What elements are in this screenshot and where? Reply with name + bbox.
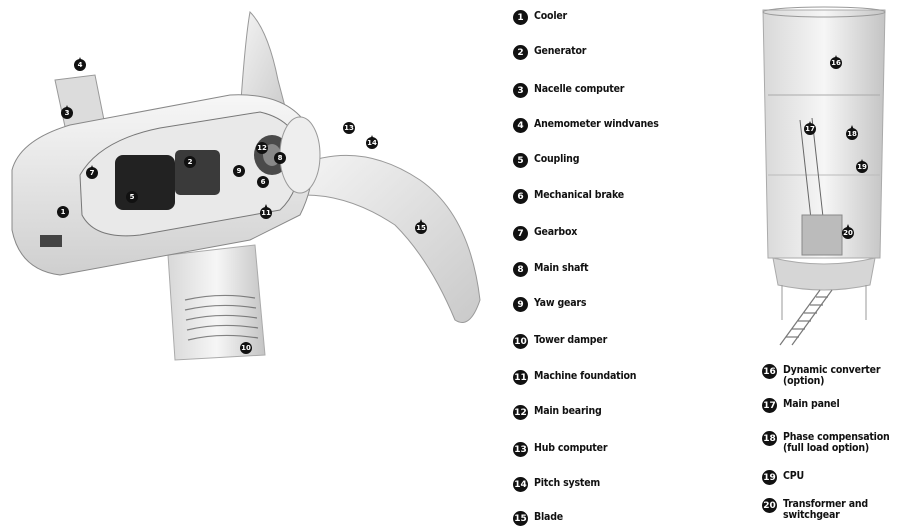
- legend-item-19: 19 CPU: [762, 470, 804, 485]
- legend-item-17: 17 Main panel: [762, 398, 840, 413]
- legend-label-7: Gearbox: [534, 227, 577, 238]
- legend-badge-15: 15: [513, 511, 528, 526]
- legend-badge-4: 4: [513, 118, 528, 133]
- callout-5: 5: [126, 191, 138, 203]
- legend-label-15: Blade: [534, 512, 563, 523]
- callout-10: 10: [240, 342, 252, 354]
- legend-badge-7: 7: [513, 226, 528, 241]
- legend-badge-5: 5: [513, 153, 528, 168]
- legend-item-10: 10 Tower damper: [513, 334, 607, 349]
- legend-item-20: 20 Transformer and switchgear: [762, 498, 868, 521]
- legend-item-1: 1 Cooler: [513, 10, 567, 25]
- legend-badge-3: 3: [513, 83, 528, 98]
- legend-badge-6: 6: [513, 189, 528, 204]
- legend-label-12: Main bearing: [534, 406, 602, 417]
- callout-9: 9: [233, 165, 245, 177]
- legend-badge-16: 16: [762, 364, 777, 379]
- callout-16: 16: [830, 57, 842, 69]
- legend-badge-12: 12: [513, 405, 528, 420]
- callout-15: 15: [415, 222, 427, 234]
- callout-1: 1: [57, 206, 69, 218]
- tower-interior-section: [763, 7, 885, 345]
- legend-item-11: 11 Machine foundation: [513, 370, 636, 385]
- legend-item-9: 9 Yaw gears: [513, 297, 586, 312]
- legend-label-1: Cooler: [534, 11, 567, 22]
- callout-18: 18: [846, 128, 858, 140]
- legend-badge-2: 2: [513, 45, 528, 60]
- legend-label-11: Machine foundation: [534, 371, 636, 382]
- legend-item-13: 13 Hub computer: [513, 442, 607, 457]
- legend-badge-18: 18: [762, 431, 777, 446]
- legend-item-8: 8 Main shaft: [513, 262, 588, 277]
- legend-item-7: 7 Gearbox: [513, 226, 577, 241]
- legend-item-18: 18 Phase compensation (full load option): [762, 431, 890, 454]
- legend-label-8: Main shaft: [534, 263, 588, 274]
- legend-label-16: Dynamic converter (option): [783, 365, 880, 387]
- callout-17: 17: [804, 123, 816, 135]
- legend-label-4: Anemometer windvanes: [534, 119, 659, 130]
- callout-7: 7: [86, 167, 98, 179]
- legend-item-5: 5 Coupling: [513, 153, 579, 168]
- legend-badge-14: 14: [513, 477, 528, 492]
- legend-label-18: Phase compensation (full load option): [783, 432, 890, 454]
- callout-6: 6: [257, 176, 269, 188]
- legend-item-14: 14 Pitch system: [513, 477, 600, 492]
- legend-label-14: Pitch system: [534, 478, 600, 489]
- legend-label-6: Mechanical brake: [534, 190, 624, 201]
- legend-item-16: 16 Dynamic converter (option): [762, 364, 880, 387]
- legend-label-5: Coupling: [534, 154, 579, 165]
- legend-item-2: 2 Generator: [513, 45, 586, 60]
- legend-label-10: Tower damper: [534, 335, 607, 346]
- legend-badge-8: 8: [513, 262, 528, 277]
- callout-2: 2: [184, 156, 196, 168]
- legend-item-6: 6 Mechanical brake: [513, 189, 624, 204]
- legend-badge-11: 11: [513, 370, 528, 385]
- legend-badge-10: 10: [513, 334, 528, 349]
- callout-19: 19: [856, 161, 868, 173]
- legend-badge-19: 19: [762, 470, 777, 485]
- legend-label-9: Yaw gears: [534, 298, 586, 309]
- callout-13: 13: [343, 122, 355, 134]
- legend-label-19: CPU: [783, 471, 804, 482]
- legend-item-3: 3 Nacelle computer: [513, 83, 624, 98]
- legend-label-17: Main panel: [783, 399, 840, 410]
- legend-badge-13: 13: [513, 442, 528, 457]
- legend-label-2: Generator: [534, 46, 586, 57]
- legend-label-3: Nacelle computer: [534, 84, 624, 95]
- callout-8: 8: [274, 152, 286, 164]
- callout-11: 11: [260, 207, 272, 219]
- legend-badge-17: 17: [762, 398, 777, 413]
- legend-item-15: 15 Blade: [513, 511, 563, 526]
- callout-12: 12: [256, 142, 268, 154]
- legend-label-13: Hub computer: [534, 443, 607, 454]
- callout-4: 4: [74, 59, 86, 71]
- legend-item-12: 12 Main bearing: [513, 405, 602, 420]
- legend-badge-9: 9: [513, 297, 528, 312]
- callout-3: 3: [61, 107, 73, 119]
- callout-14: 14: [366, 137, 378, 149]
- legend-badge-1: 1: [513, 10, 528, 25]
- callout-20: 20: [842, 227, 854, 239]
- legend-item-4: 4 Anemometer windvanes: [513, 118, 659, 133]
- legend-badge-20: 20: [762, 498, 777, 513]
- legend-label-20: Transformer and switchgear: [783, 499, 868, 521]
